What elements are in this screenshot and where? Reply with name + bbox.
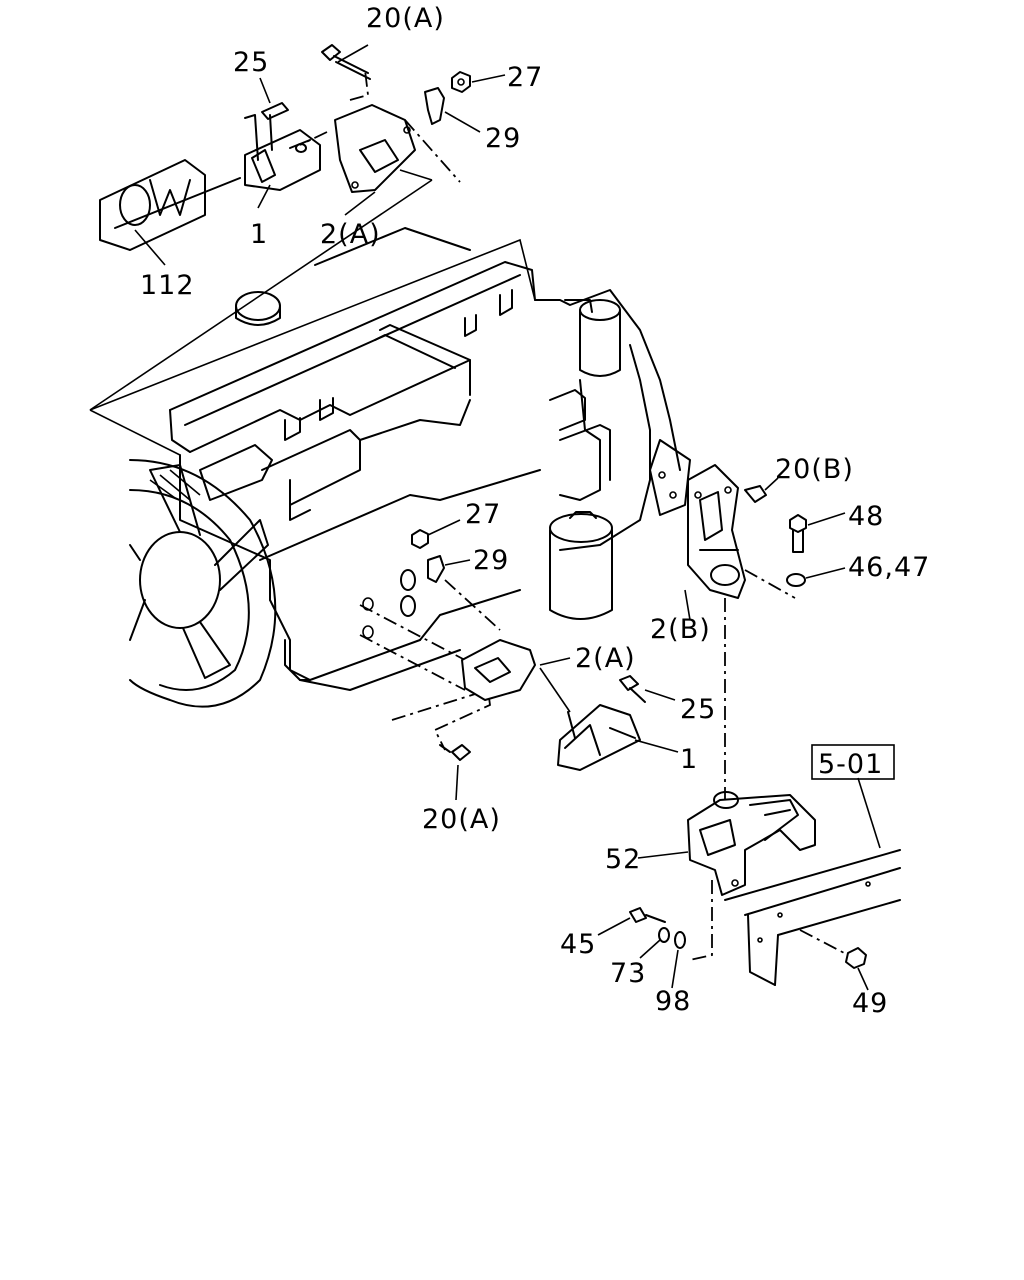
callout-25-mid[interactable]: 25: [680, 694, 716, 725]
callout-98[interactable]: 98: [655, 986, 691, 1017]
upper-mount-group: [89, 44, 506, 411]
callout-112[interactable]: 112: [140, 270, 195, 301]
callout-29-mid[interactable]: 29: [473, 545, 509, 576]
reference-box-5-01[interactable]: 5-01: [811, 744, 895, 780]
callout-27-mid[interactable]: 27: [465, 499, 501, 530]
lower-mount-group: [597, 777, 901, 991]
callout-52[interactable]: 52: [605, 844, 641, 875]
callout-20a-bottom[interactable]: 20(A): [422, 804, 501, 835]
callout-2b[interactable]: 2(B): [650, 614, 711, 645]
callout-1-mid[interactable]: 1: [680, 744, 698, 775]
callout-1-top[interactable]: 1: [250, 219, 268, 250]
callout-49[interactable]: 49: [852, 988, 888, 1019]
callout-20b[interactable]: 20(B): [775, 454, 854, 485]
left-mount-group: [359, 519, 679, 801]
callout-20a-top[interactable]: 20(A): [366, 3, 445, 34]
callout-29-top[interactable]: 29: [485, 123, 521, 154]
callout-2a-top[interactable]: 2(A): [320, 219, 381, 250]
callout-25-top[interactable]: 25: [233, 47, 269, 78]
callout-45[interactable]: 45: [560, 929, 596, 960]
callout-73[interactable]: 73: [610, 958, 646, 989]
callout-46-47[interactable]: 46,47: [848, 552, 930, 583]
engine-illustration: [89, 227, 691, 691]
right-mount-group: [684, 464, 846, 800]
callout-2a-mid[interactable]: 2(A): [575, 643, 636, 674]
callout-27-top[interactable]: 27: [507, 62, 543, 93]
reference-box-label: 5-01: [818, 749, 883, 780]
fan-illustration: [129, 459, 277, 708]
callout-48[interactable]: 48: [848, 501, 884, 532]
